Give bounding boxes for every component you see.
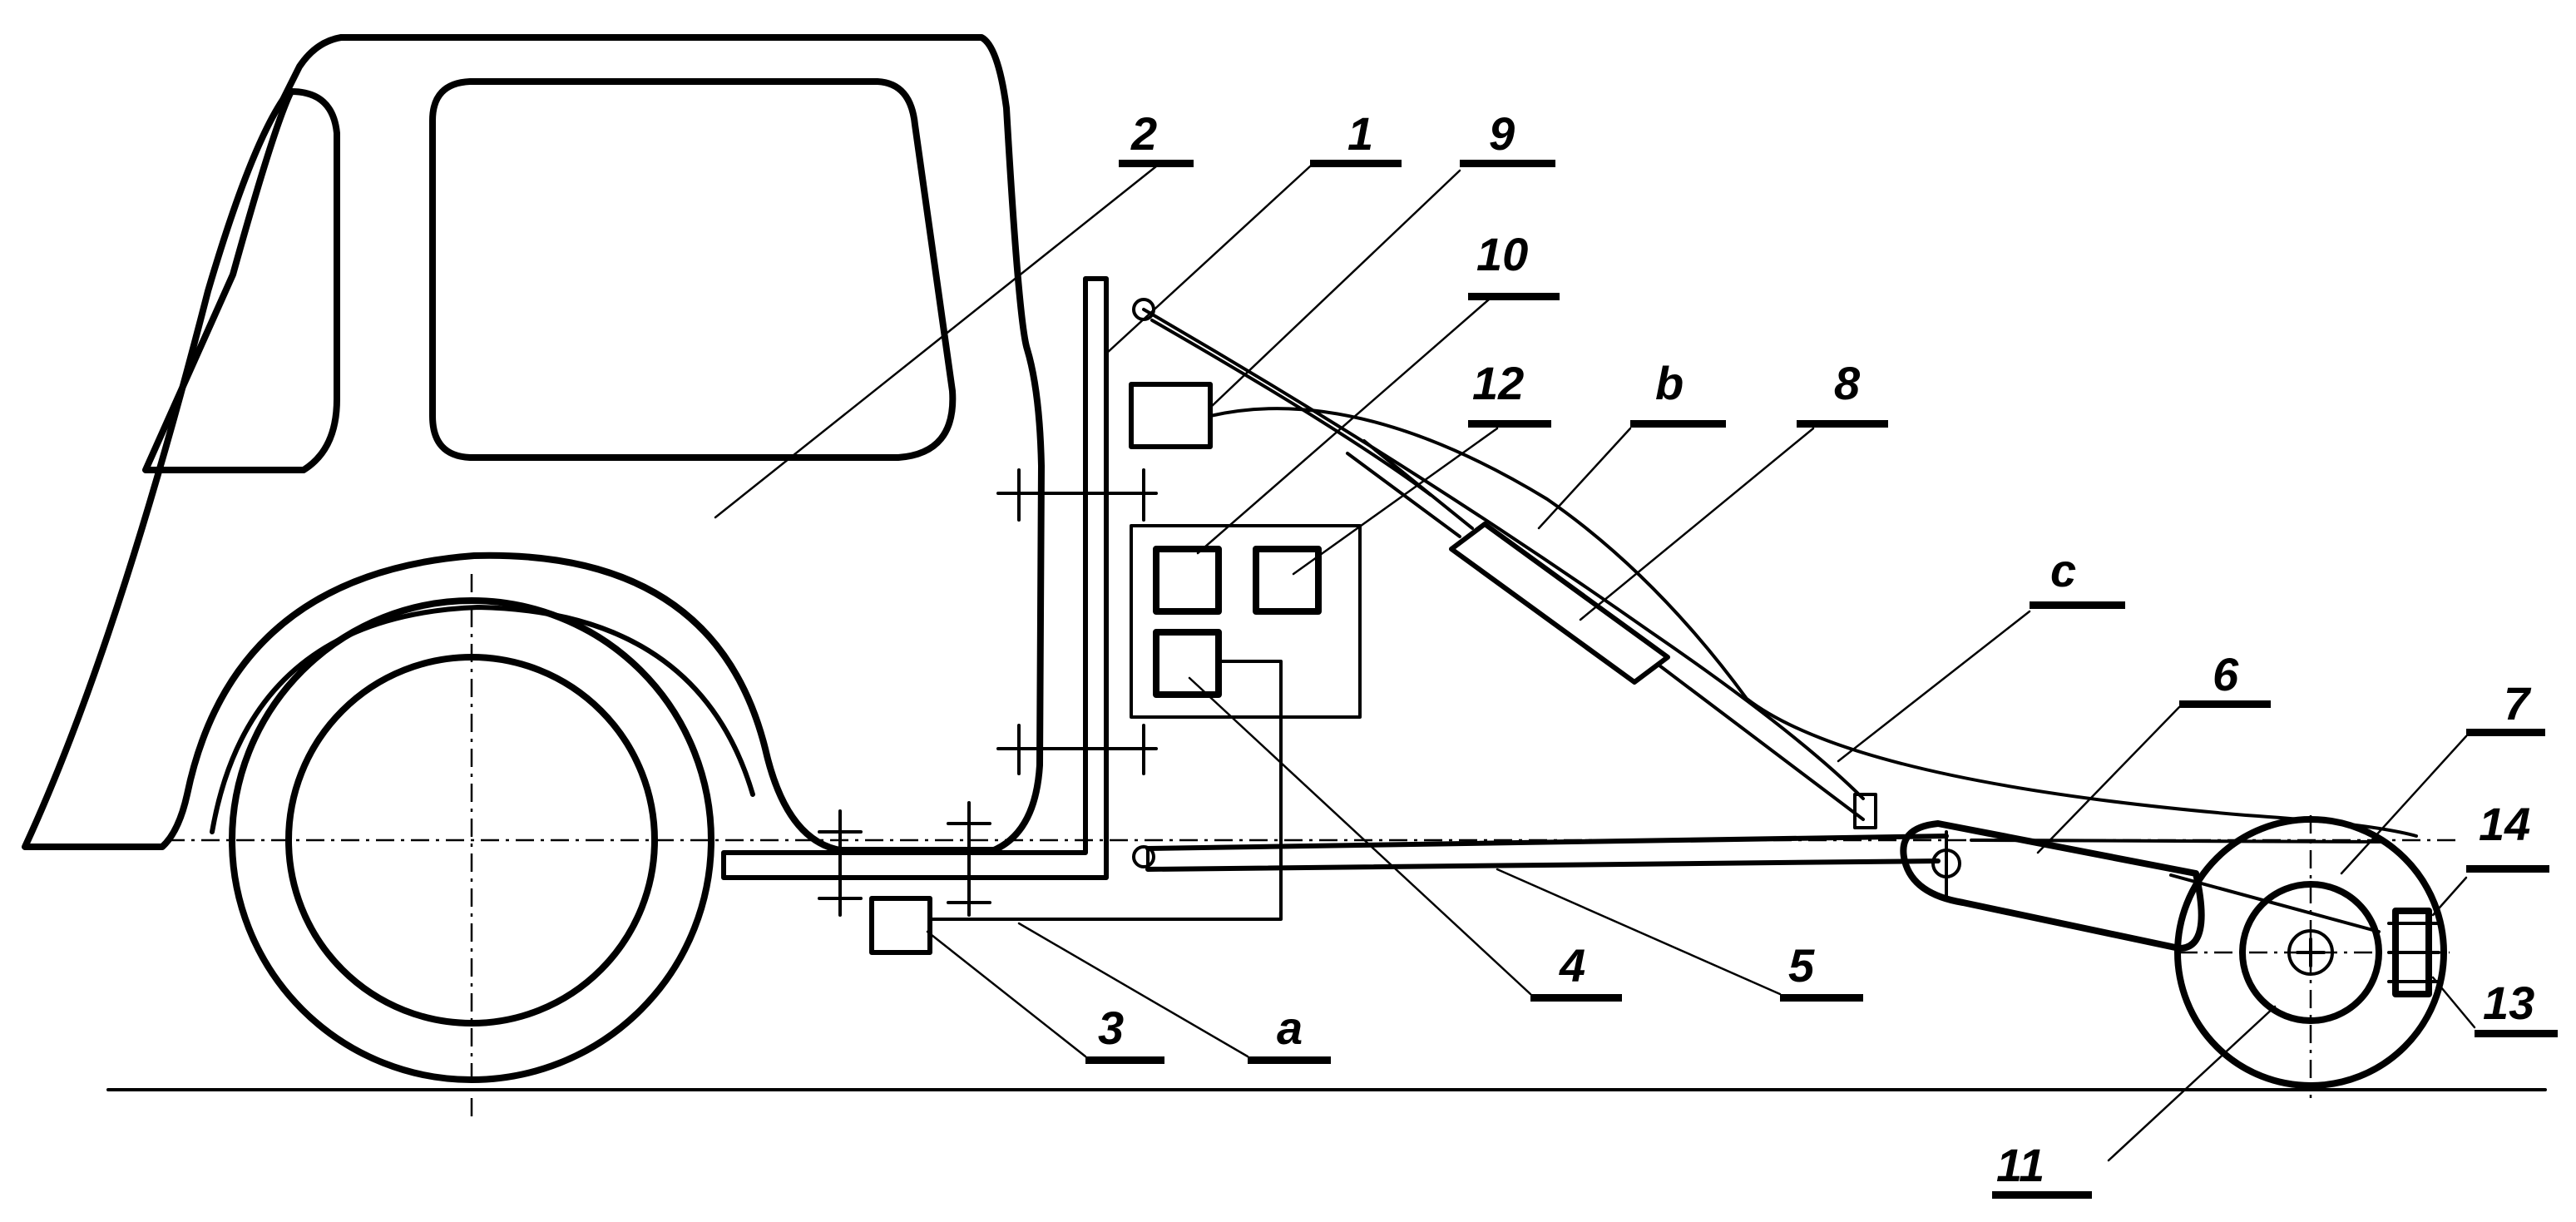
label-b: b: [1655, 357, 1684, 409]
label-12: 12: [1472, 357, 1524, 409]
unit-9-box: [1129, 382, 1213, 449]
label-5: 5: [1788, 939, 1815, 992]
label-9: 9: [1489, 107, 1515, 160]
hydraulic-cylinder: [1346, 439, 1865, 821]
bolt-marks: [818, 468, 1158, 917]
callout-labels: 2 1 9 10 12 b 8 c 6 7 14 13 11 3 a 4 5: [1085, 107, 2558, 1199]
cables: [1142, 308, 2418, 838]
label-c: c: [2050, 544, 2076, 596]
label-a: a: [1277, 1002, 1303, 1054]
label-7: 7: [2504, 677, 2532, 730]
tow-wheel: [2174, 815, 2450, 1098]
rear-wheel: [229, 574, 714, 1123]
label-14: 14: [2479, 798, 2530, 850]
frame-l-bracket: [721, 276, 1155, 880]
unit-3-box: [869, 896, 932, 955]
tow-bar: [1145, 793, 1949, 872]
label-11: 11: [1996, 1139, 2044, 1191]
leader-lines: [714, 165, 2476, 1162]
car-body: [22, 34, 1045, 853]
label-6: 6: [2213, 648, 2239, 700]
label-3: 3: [1098, 1002, 1124, 1054]
swing-arm: [1900, 820, 2389, 952]
control-box: [928, 524, 1362, 921]
label-13: 13: [2483, 977, 2534, 1029]
label-2: 2: [1130, 107, 1157, 160]
label-1: 1: [1347, 107, 1373, 160]
label-8: 8: [1834, 357, 1861, 409]
label-4: 4: [1559, 939, 1585, 992]
label-10: 10: [1476, 228, 1528, 280]
